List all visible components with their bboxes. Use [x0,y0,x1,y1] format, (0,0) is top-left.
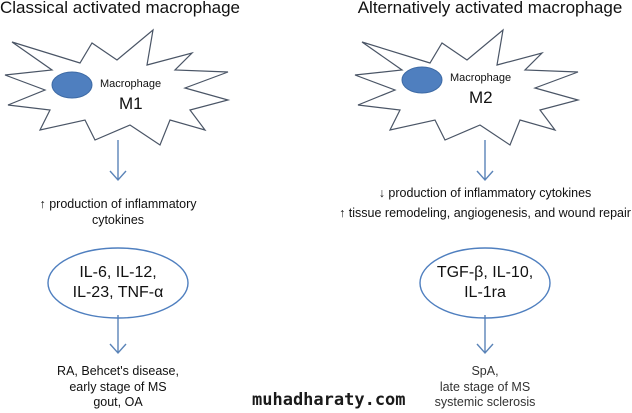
m1-effect: ↑ production of inflammatory cytokines [18,197,218,228]
m1-cell-type: M1 [119,94,143,113]
arrow-down-icon [109,315,127,355]
m2-disease-line: SpA, [471,364,499,378]
arrow-down-icon [109,140,127,182]
m1-cytokines: IL-6, IL-12, IL-23, TNF-α [48,263,188,303]
m1-cell [4,28,231,146]
m2-effect-line: ↑ tissue remodeling, angiogenesis, and w… [339,206,631,220]
m2-cell-label: Macrophage [450,72,512,84]
m1-nucleus [51,71,93,99]
m2-disease-line: late stage of MS [439,379,531,394]
m2-cytokine-line: IL-1ra [464,284,506,301]
m2-cell-outline [354,28,581,146]
m2-cytokine-line: TGF-β, IL-10, [436,264,534,281]
m2-cytokine-ellipse [419,247,551,319]
m1-cytokine-line: IL-23, TNF-α [72,284,164,301]
m1-disease-line: gout, OA [93,395,143,409]
m1-cytokine-ellipse [47,247,189,319]
m2-title: Alternatively activated macrophage [357,0,623,17]
m2-disease-line: systemic sclerosis [434,395,536,409]
arrow-down-icon [476,315,494,355]
m1-cytokine-line: IL-6, IL-12, [79,264,157,281]
m1-title: Classical activated macrophage [0,0,241,17]
m1-diseases: RA, Behcet's disease, early stage of MS … [18,364,218,411]
m2-effect-line: ↓ production of inflammatory cytokines [378,186,592,200]
m2-nucleus [401,66,443,94]
m1-disease-line: early stage of MS [69,379,167,394]
m2-cell [354,28,581,146]
m1-disease-line: RA, Behcet's disease, [57,364,179,378]
m1-effect-line: cytokines [91,212,145,227]
m2-effect: ↓ production of inflammatory cytokines ↑… [335,183,632,223]
m1-effect-line: ↑ production of inflammatory [39,197,197,211]
arrow-down-icon [476,140,494,182]
m2-cytokines: TGF-β, IL-10, IL-1ra [420,263,550,303]
m1-cell-label: Macrophage [100,78,162,90]
m1-cell-outline [4,28,231,146]
m2-cell-type: M2 [469,88,493,107]
m2-diseases: SpA, late stage of MS systemic sclerosis [410,364,560,411]
watermark: muhadharaty.com [252,390,406,410]
